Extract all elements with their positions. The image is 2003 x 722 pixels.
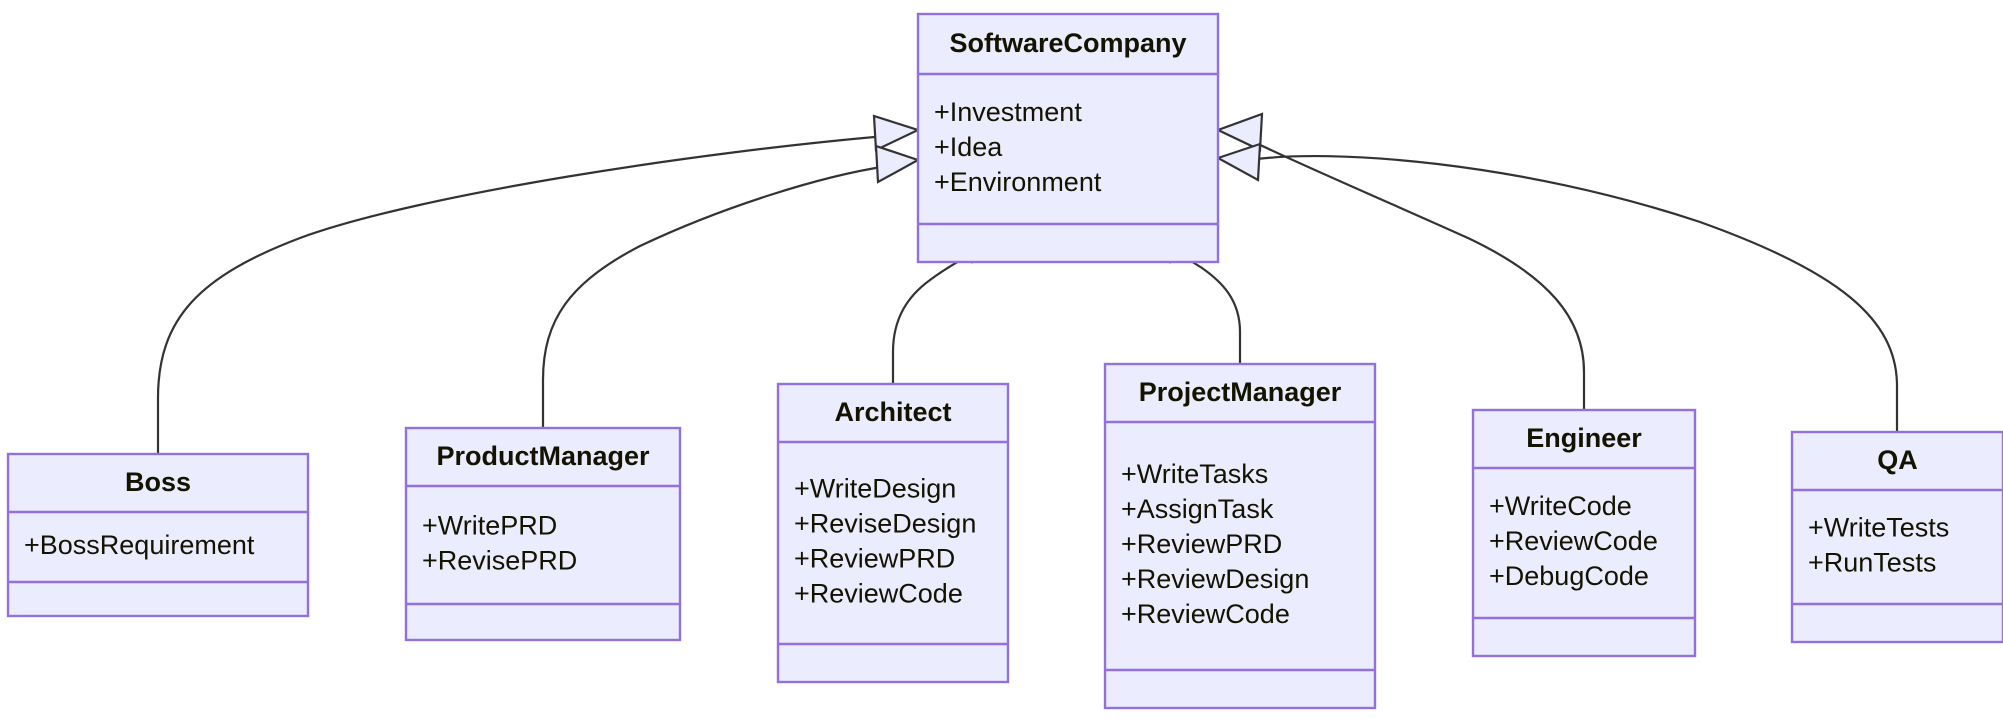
class-node-productmanager[interactable]: ProductManager +WritePRD +RevisePRD xyxy=(404,426,682,642)
class-title-productmanager: ProductManager xyxy=(436,441,650,471)
class-attribute-projectmanager-1: +AssignTask xyxy=(1121,494,1274,524)
boss-edge xyxy=(156,134,887,454)
boss-arrow xyxy=(872,114,921,152)
class-box-architect[interactable] xyxy=(776,382,1010,684)
class-title-softwarecompany: SoftwareCompany xyxy=(949,28,1186,58)
class-box-qa[interactable] xyxy=(1790,430,2003,644)
class-title-boss: Boss xyxy=(125,467,191,497)
class-attribute-projectmanager-4: +ReviewCode xyxy=(1121,599,1290,629)
class-attribute-productmanager-1: +RevisePRD xyxy=(422,546,577,576)
class-node-qa[interactable]: QA +WriteTests +RunTests xyxy=(1790,430,2003,644)
class-attribute-projectmanager-2: +ReviewPRD xyxy=(1121,529,1282,559)
class-attribute-projectmanager-3: +ReviewDesign xyxy=(1121,564,1309,594)
class-attribute-softwarecompany-1: +Idea xyxy=(934,132,1003,162)
productmanager-edge xyxy=(541,164,889,428)
class-node-engineer[interactable]: Engineer +WriteCode +ReviewCode +DebugCode xyxy=(1471,408,1697,658)
class-attribute-softwarecompany-0: +Investment xyxy=(934,97,1082,127)
class-attribute-projectmanager-0: +WriteTasks xyxy=(1121,459,1268,489)
class-attribute-softwarecompany-2: +Environment xyxy=(934,167,1102,197)
class-node-architect[interactable]: Architect +WriteDesign +ReviseDesign +Revie… xyxy=(776,382,1010,684)
class-attribute-qa-1: +RunTests xyxy=(1808,548,1936,578)
class-attribute-architect-3: +ReviewCode xyxy=(794,579,963,609)
qa-edge xyxy=(1249,154,1899,432)
class-attribute-architect-1: +ReviseDesign xyxy=(794,509,976,539)
class-title-projectmanager: ProjectManager xyxy=(1139,377,1342,407)
engineer-arrow xyxy=(1215,112,1264,152)
class-attribute-engineer-1: +ReviewCode xyxy=(1489,526,1658,556)
class-box-softwarecompany[interactable] xyxy=(916,12,1220,264)
class-attribute-engineer-2: +DebugCode xyxy=(1489,561,1649,591)
class-attribute-architect-2: +ReviewPRD xyxy=(794,544,955,574)
qa-arrow xyxy=(1215,142,1262,182)
class-box-engineer[interactable] xyxy=(1471,408,1697,658)
class-title-architect: Architect xyxy=(834,397,951,427)
architect-edge xyxy=(891,257,965,384)
class-title-engineer: Engineer xyxy=(1526,423,1642,453)
class-node-softwarecompany[interactable]: SoftwareCompany +Investment +Idea +Environm… xyxy=(916,12,1220,264)
class-nodes-layer: SoftwareCompany +Investment +Idea +Environm… xyxy=(6,12,2003,710)
class-attribute-qa-0: +WriteTests xyxy=(1808,513,1949,543)
class-attribute-productmanager-0: +WritePRD xyxy=(422,511,557,541)
class-node-projectmanager[interactable]: ProjectManager +WriteTasks +AssignTask +Rev… xyxy=(1103,362,1377,710)
class-attribute-boss-0: +BossRequirement xyxy=(24,530,255,560)
class-node-boss[interactable]: Boss +BossRequirement xyxy=(6,452,310,618)
class-attribute-architect-0: +WriteDesign xyxy=(794,474,956,504)
relationship-edges-layer xyxy=(156,134,1899,454)
class-box-boss[interactable] xyxy=(6,452,310,618)
engineer-edge xyxy=(1249,139,1586,410)
productmanager-arrow xyxy=(874,144,921,184)
class-attribute-engineer-0: +WriteCode xyxy=(1489,491,1632,521)
class-title-qa: QA xyxy=(1877,445,1918,475)
projectmanager-edge xyxy=(1177,253,1242,364)
